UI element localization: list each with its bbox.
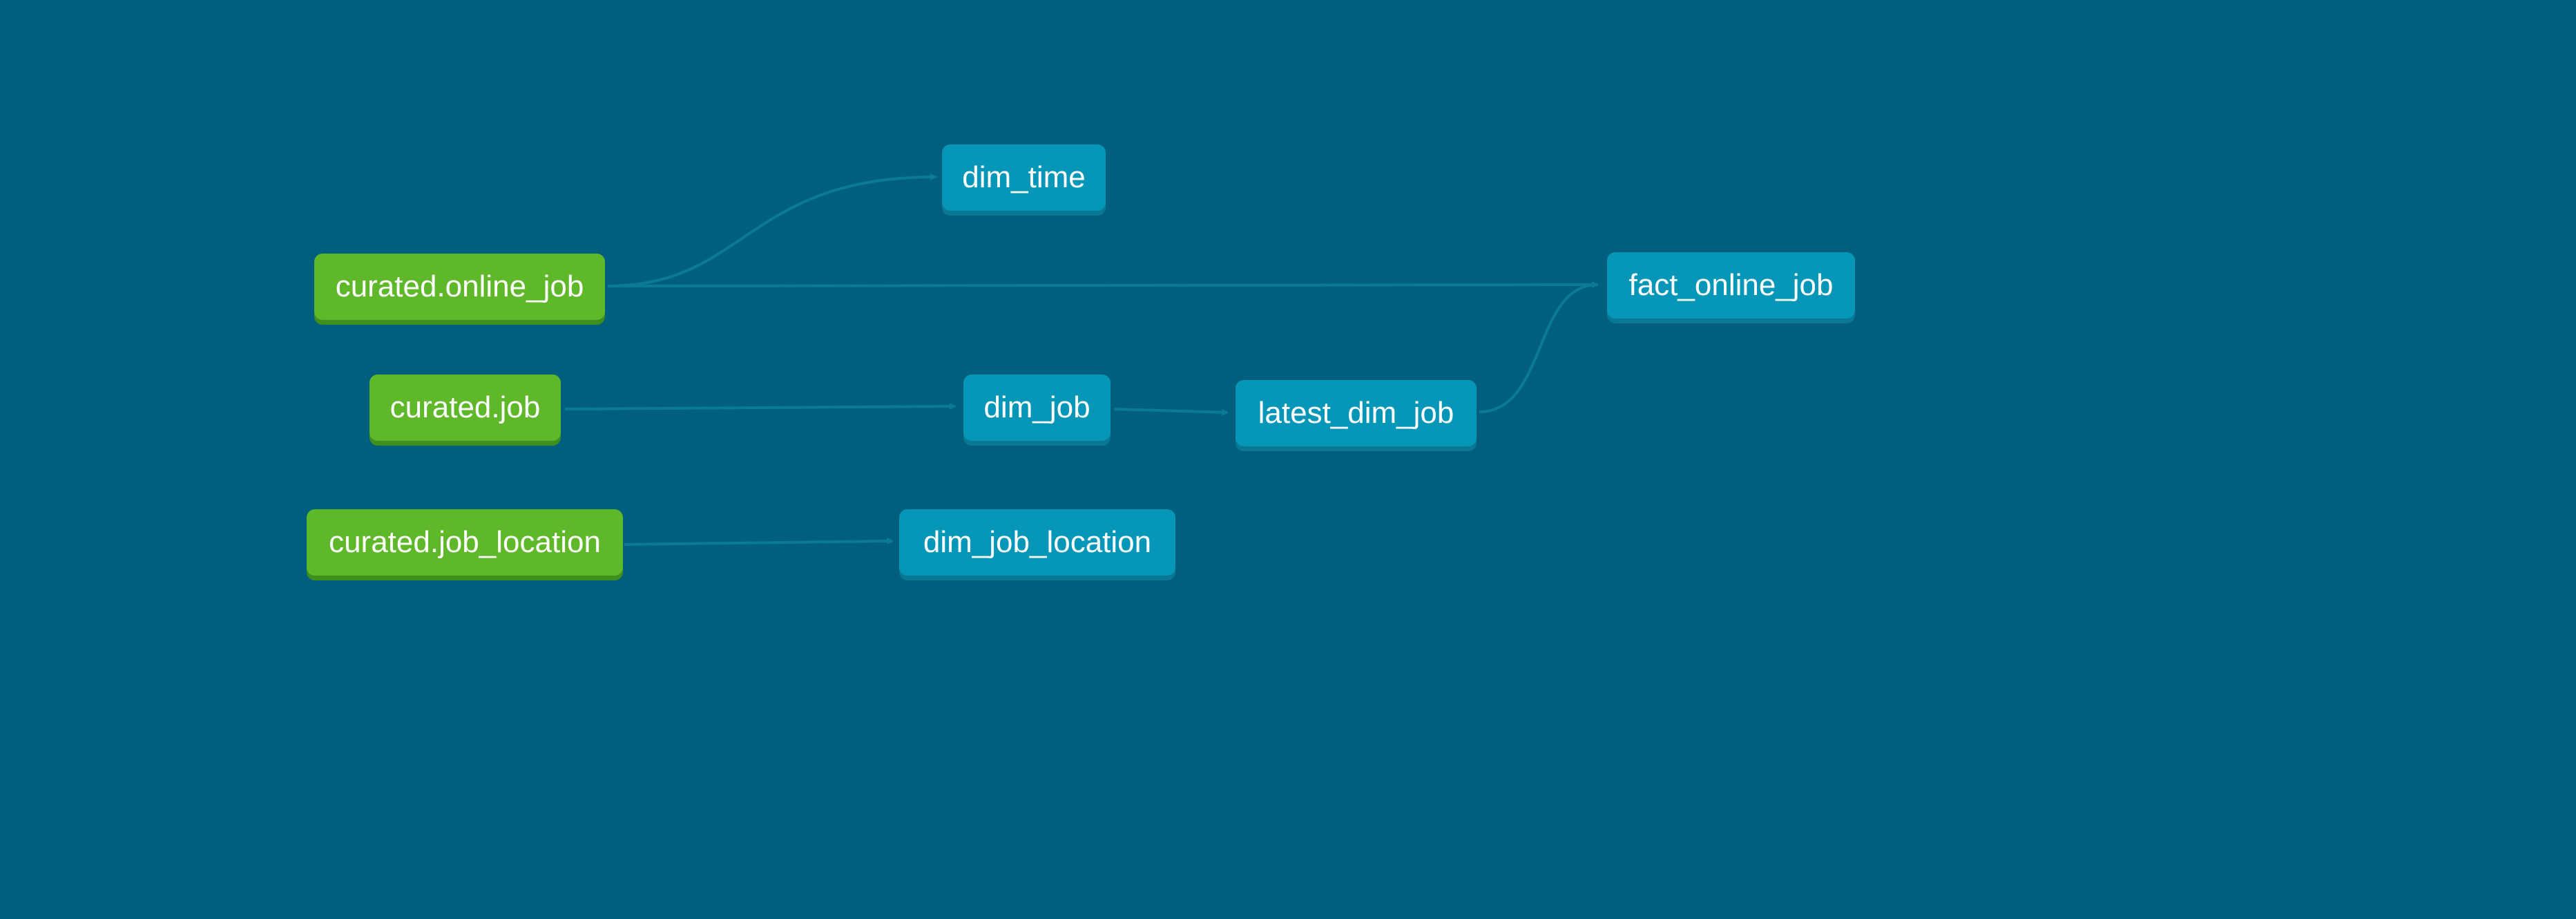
node-curated-job[interactable]: curated.job [369,375,561,441]
edge-curated-job-location-to-dim-job-location [624,538,894,546]
node-curated-job-location[interactable]: curated.job_location [307,509,623,576]
edge-latest-dim-job-to-fact-online-job [1479,281,1599,413]
node-dim-job-location[interactable]: dim_job_location [899,509,1175,576]
node-fact-online-job[interactable]: fact_online_job [1607,252,1855,319]
node-curated-online-job[interactable]: curated.online_job [314,254,605,320]
node-dim-job[interactable]: dim_job [963,375,1111,441]
edge-curated-online-job-to-dim-time [607,173,937,287]
node-latest-dim-job[interactable]: latest_dim_job [1236,380,1477,446]
node-dim-time[interactable]: dim_time [942,144,1106,211]
edge-curated-online-job-to-fact-online-job [607,281,1599,289]
edge-curated-job-to-dim-job [564,403,957,410]
edge-dim-job-to-latest-dim-job [1113,408,1229,416]
